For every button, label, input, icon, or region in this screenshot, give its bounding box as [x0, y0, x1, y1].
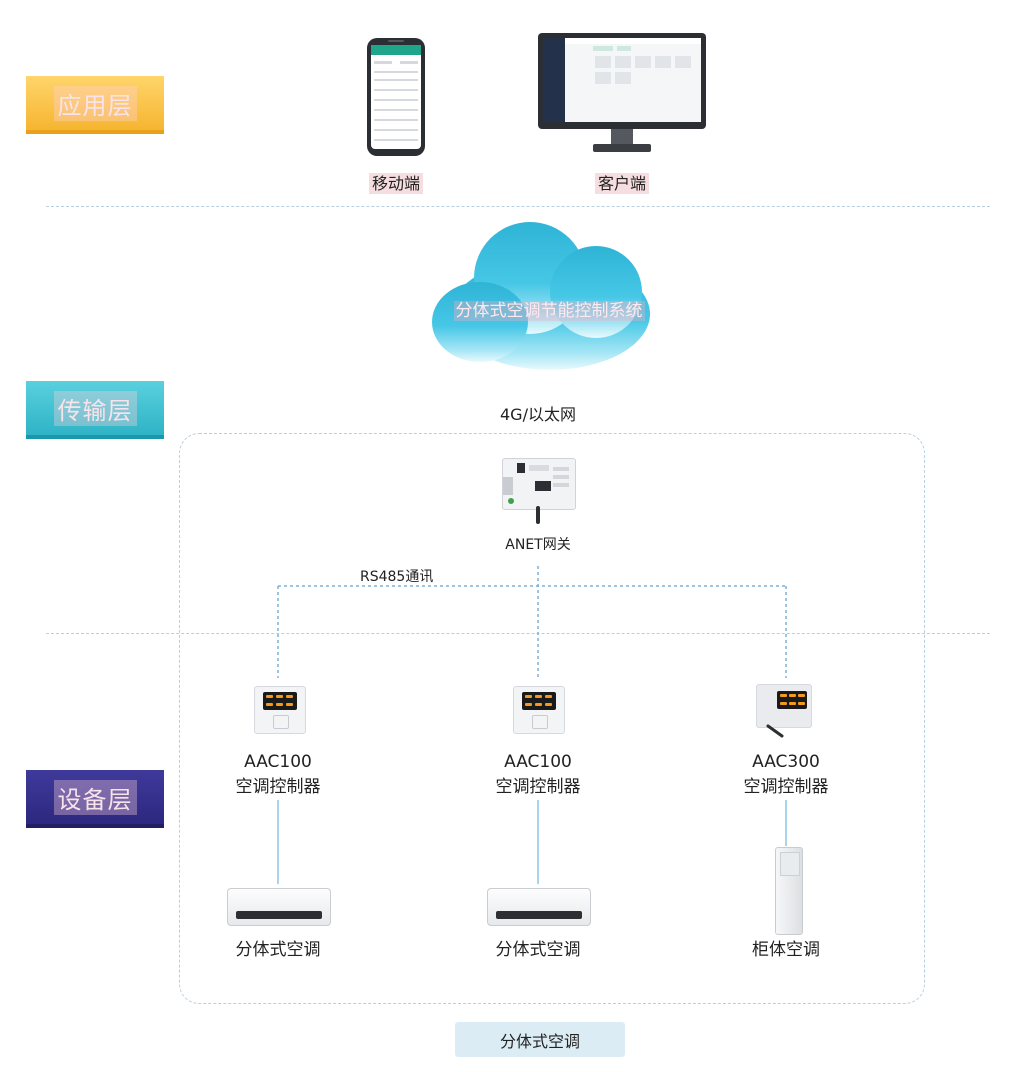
- gateway-label: ANET网关: [505, 537, 571, 553]
- rs485-label: RS485通讯: [360, 569, 434, 585]
- mobile-label: 移动端: [352, 170, 440, 194]
- gateway-icon: [503, 463, 569, 504]
- device-layer-tag: 设备层: [26, 770, 164, 828]
- anet-gateway-device: [502, 458, 576, 510]
- controller-3-probe-icon: [766, 724, 784, 738]
- controller-device-2: [513, 686, 565, 734]
- ac-2-label: 分体式空调: [495, 940, 581, 960]
- controller-device-1: [254, 686, 306, 734]
- separator-app-transport: [46, 206, 990, 207]
- footer-badge: 分体式空调: [455, 1022, 625, 1057]
- network-label: 4G/以太网: [500, 405, 576, 424]
- gateway-antenna-icon: [536, 506, 540, 524]
- ac-1-label: 分体式空调: [235, 940, 321, 960]
- cloud-system: [430, 218, 668, 378]
- ac-3-label: 柜体空调: [752, 940, 820, 960]
- cloud-title: 分体式空调节能控制系统: [453, 301, 645, 321]
- cabinet-ac-unit: [775, 847, 803, 935]
- client-label: 客户端: [578, 170, 666, 194]
- controller-device-3: [756, 684, 812, 728]
- mobile-phone-icon: [367, 38, 425, 156]
- separator-transport-device: [46, 633, 990, 634]
- desktop-monitor-icon: [538, 33, 706, 152]
- split-ac-unit-2: [487, 888, 591, 926]
- transport-layer-tag: 传输层: [26, 381, 164, 439]
- device-group-box: [179, 433, 925, 1004]
- split-ac-unit-1: [227, 888, 331, 926]
- application-layer-tag: 应用层: [26, 76, 164, 134]
